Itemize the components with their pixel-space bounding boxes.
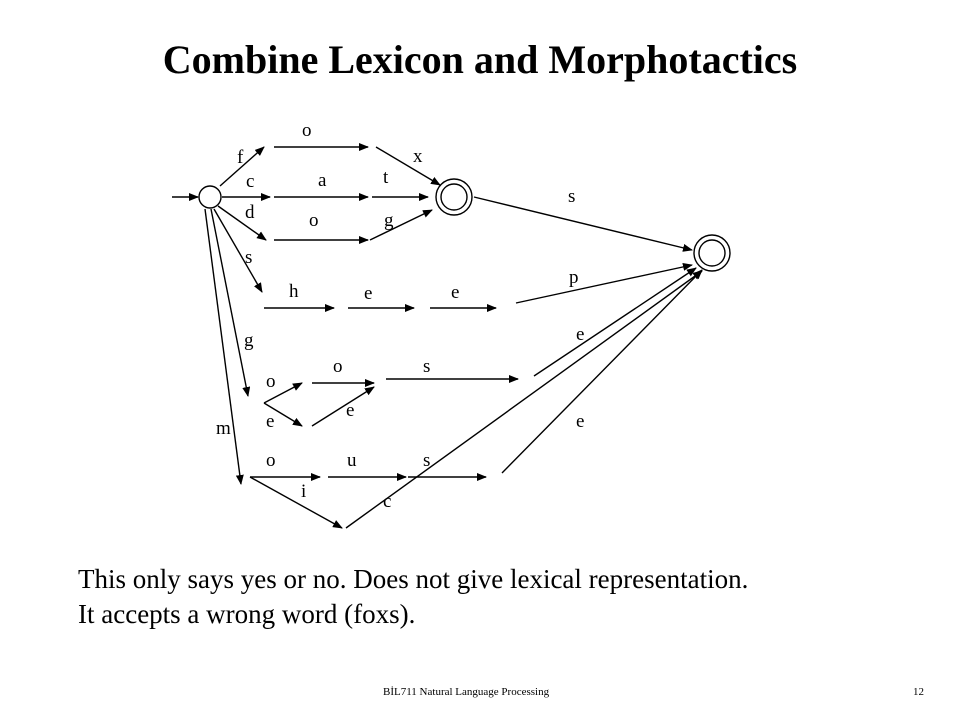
label-s: s — [245, 247, 252, 268]
label-she-e1: e — [364, 283, 372, 304]
label-she-e2: e — [451, 282, 459, 303]
edge-lower-e — [501, 269, 703, 474]
footer-course: BİL711 Natural Language Processing — [383, 686, 550, 698]
body-line-2: It accepts a wrong word (foxs). — [78, 599, 416, 629]
label-mouse-o: o — [266, 450, 276, 471]
edge-d — [217, 205, 267, 241]
start-state — [198, 185, 222, 209]
label-goose-o1: o — [266, 371, 276, 392]
edge-plural-s — [473, 196, 693, 252]
label-geese-e1: e — [266, 411, 274, 432]
label-dog-g: g — [384, 210, 394, 231]
label-fox-x: x — [413, 146, 423, 167]
accept-state-inner — [698, 239, 726, 267]
label-goose-s: s — [423, 356, 430, 377]
label-mouse-s: s — [423, 450, 430, 471]
label-cat-t: t — [383, 167, 389, 188]
edge-f — [219, 146, 265, 187]
label-dog-o: o — [309, 210, 319, 231]
edge-goose-o — [263, 382, 303, 404]
label-c: c — [246, 171, 254, 192]
noun-final-state — [435, 178, 473, 216]
page-number: 12 — [913, 686, 924, 698]
label-lower-e: e — [576, 411, 584, 432]
edge-m — [204, 208, 244, 485]
label-mice-i: i — [301, 481, 306, 502]
slide-body: This only says yes or no. Does not give … — [78, 562, 748, 632]
label-she-h: h — [289, 281, 299, 302]
edge-dog-g — [369, 209, 433, 241]
label-fox-o: o — [302, 120, 312, 141]
edge-geese-e2 — [311, 386, 375, 427]
label-mouse-u: u — [347, 450, 357, 471]
noun-final-state-inner — [440, 183, 468, 211]
edge-upper-e — [533, 267, 697, 377]
label-p: p — [569, 267, 579, 288]
label-geese-e2: e — [346, 400, 354, 421]
accept-state — [693, 234, 731, 272]
label-goose-o2: o — [333, 356, 343, 377]
edge-p — [515, 262, 693, 304]
label-upper-e: e — [576, 324, 584, 345]
edge-g — [210, 208, 251, 397]
label-mice-c: c — [383, 491, 391, 512]
label-cat-a: a — [318, 170, 327, 191]
edge-geese-e1 — [263, 402, 303, 427]
edge-mice-i — [249, 476, 343, 529]
edge-s — [213, 208, 263, 293]
label-m: m — [216, 418, 231, 439]
label-f: f — [237, 147, 244, 168]
slide-title: Combine Lexicon and Morphotactics — [162, 37, 798, 82]
label-plural-s: s — [568, 186, 575, 207]
edge-mice-c — [345, 270, 703, 529]
edge-fox-x — [375, 146, 441, 186]
label-g: g — [244, 330, 254, 351]
label-d: d — [245, 202, 255, 223]
body-line-1: This only says yes or no. Does not give … — [78, 564, 749, 594]
